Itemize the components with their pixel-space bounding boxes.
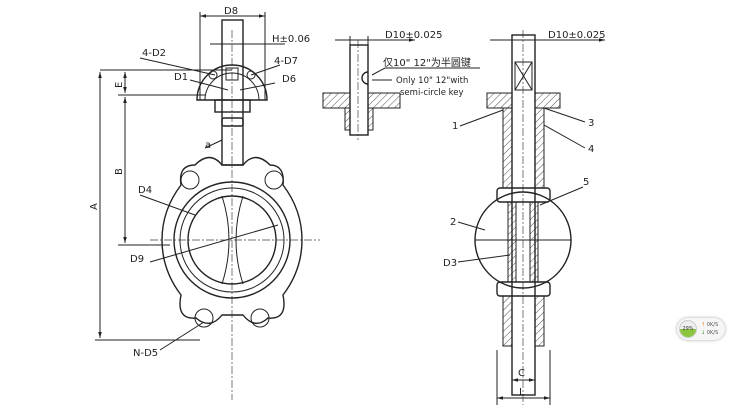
note-cn: 仅10" 12"为半圆键 [383,56,471,69]
label-c: C [518,368,525,379]
label-l: L [519,387,525,398]
label-e: E [114,82,125,88]
part-2: 2 [450,217,456,228]
label-d9: D9 [130,254,144,265]
label-h: H±0.06 [272,34,310,45]
label-d1: D1 [174,72,188,83]
label-d4: D4 [138,185,152,196]
part-3: 3 [588,118,594,129]
part-1: 1 [452,121,458,132]
label-4-d2: 4-D2 [142,48,166,59]
label-a-dim: A [89,203,100,210]
download-row: ↓ 0K/S [701,330,718,336]
arrow-up-icon: ↑ [701,322,706,328]
part-4: 4 [588,144,594,155]
label-4-d7: 4-D7 [274,56,298,67]
front-view: D8 H±0.06 4-D2 4-D7 D1 D6 E B A a D4 D9 … [89,6,320,400]
label-d10-side: D10±0.025 [548,30,605,41]
usage-gauge: 29% [679,320,697,338]
key-detail-view: D10±0.025 仅10" 12"为半圆键 Only 10" 12"with … [322,30,480,140]
upload-row: ↑ 0K/S [701,322,718,328]
side-view: D10±0.025 1 2 3 4 5 D3 C L [443,30,605,405]
label-d3: D3 [443,258,457,269]
network-speed-widget[interactable]: 29% ↑ 0K/S ↓ 0K/S [677,318,725,340]
label-b: B [114,168,125,175]
note-en-1: Only 10" 12"with [396,76,468,86]
label-a-small: a [205,140,211,151]
label-n-d5: N-D5 [133,348,158,359]
download-speed: 0K/S [706,330,719,336]
note-en-2: semi-circle key [400,88,464,98]
label-d10-detail: D10±0.025 [385,30,442,41]
label-d6: D6 [282,74,296,85]
label-d8: D8 [224,6,238,17]
arrow-down-icon: ↓ [701,330,706,336]
part-5: 5 [583,177,589,188]
upload-speed: 0K/S [706,322,719,328]
